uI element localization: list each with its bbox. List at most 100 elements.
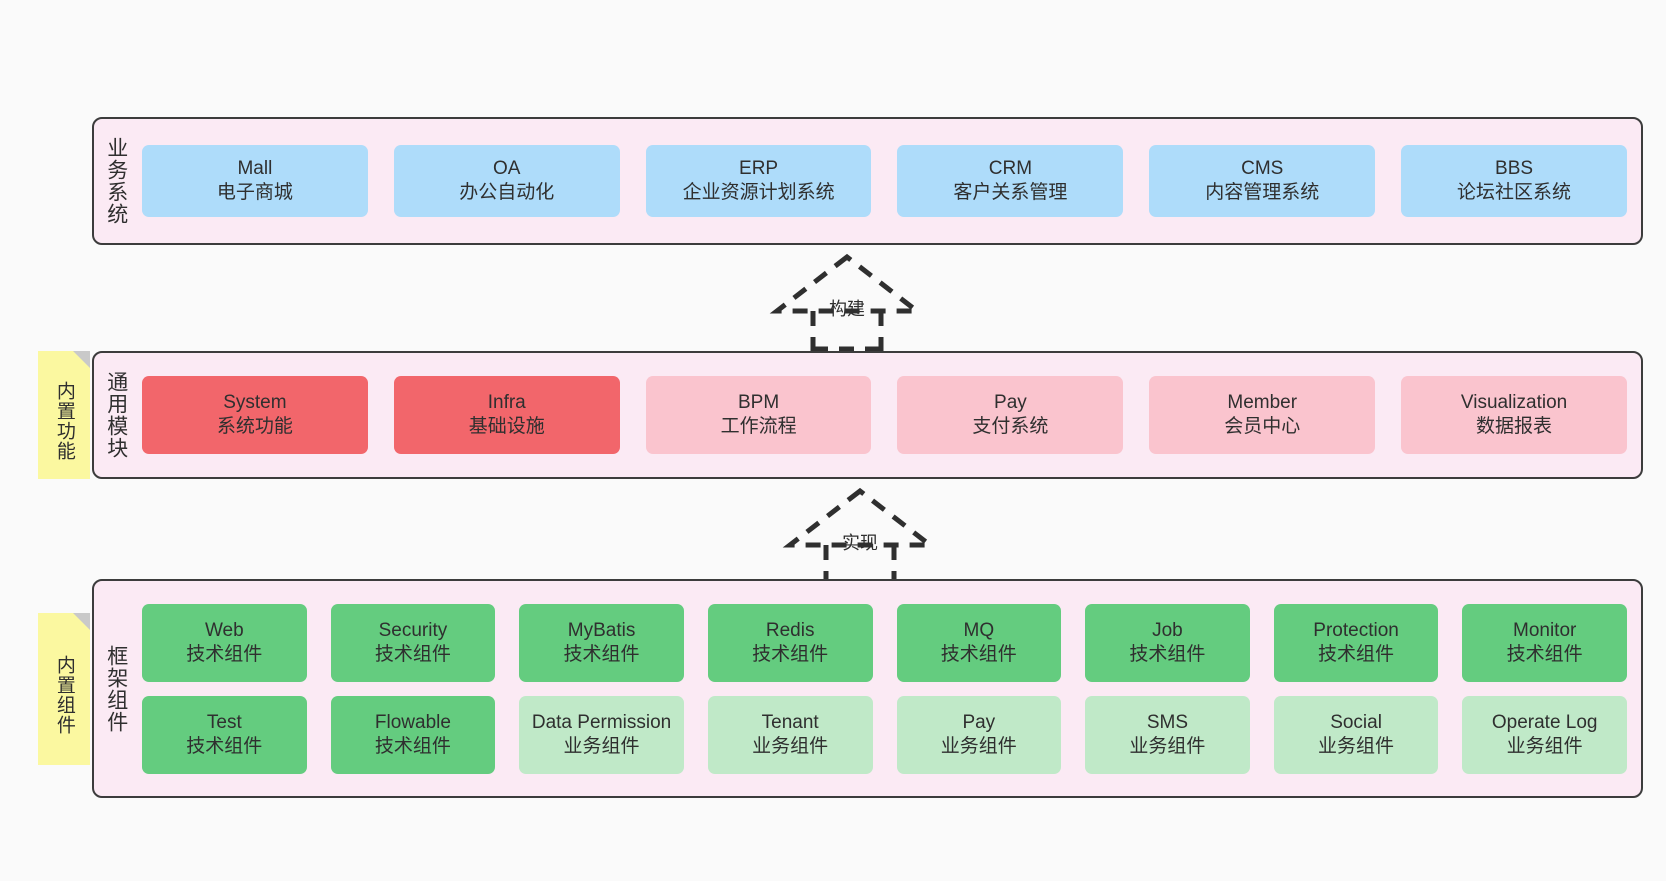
layer-title-framework: 框架组件 — [104, 644, 128, 733]
framework-card-row-2: Test 技术组件 Flowable 技术组件 Data Permission … — [142, 695, 1627, 774]
card-title: CMS — [1241, 158, 1284, 180]
card-subtitle: 论坛社区系统 — [1457, 182, 1572, 203]
card-subtitle: 业务组件 — [563, 735, 640, 757]
card-subtitle: 基础设施 — [468, 416, 545, 437]
card-subtitle: 企业资源计划系统 — [682, 182, 835, 203]
card-title: Operate Log — [1491, 711, 1598, 733]
connector-build-label: 构建 — [829, 299, 865, 319]
card-subtitle: 系统功能 — [216, 416, 293, 437]
card-pay-component[interactable]: Pay 业务组件 — [896, 695, 1062, 774]
card-web[interactable]: Web 技术组件 — [142, 603, 307, 682]
card-system[interactable]: System 系统功能 — [142, 376, 368, 454]
card-title: CRM — [988, 158, 1033, 180]
card-visualization[interactable]: Visualization 数据报表 — [1401, 376, 1627, 454]
layer-title-business: 业务系统 — [104, 137, 128, 225]
framework-card-row-1: Web 技术组件 Security 技术组件 MyBatis 技术组件 Redi… — [142, 603, 1627, 682]
card-mq[interactable]: MQ 技术组件 — [896, 603, 1062, 682]
card-title: BBS — [1495, 158, 1534, 180]
card-tenant[interactable]: Tenant 业务组件 — [707, 695, 873, 774]
card-subtitle: 技术组件 — [186, 735, 263, 757]
card-subtitle: 会员中心 — [1224, 416, 1301, 437]
card-title: Flowable — [374, 711, 451, 733]
card-subtitle: 技术组件 — [374, 735, 451, 757]
generalization-triangle-icon — [782, 487, 938, 548]
card-title: ERP — [739, 158, 779, 180]
card-sms[interactable]: SMS 业务组件 — [1085, 695, 1250, 774]
note-label: 内置组件 — [53, 655, 75, 735]
card-subtitle: 办公自动化 — [459, 182, 555, 203]
card-title: Member — [1227, 392, 1298, 414]
layer-body-framework: Web 技术组件 Security 技术组件 MyBatis 技术组件 Redi… — [138, 581, 1641, 796]
card-subtitle: 客户关系管理 — [953, 182, 1068, 203]
card-title: BPM — [737, 392, 780, 414]
card-title: OA — [493, 158, 521, 180]
card-title: Data Permission — [531, 711, 672, 733]
modules-card-row: System 系统功能 Infra 基础设施 BPM 工作流程 Pay 支付系统… — [142, 376, 1627, 454]
card-crm[interactable]: CRM 客户关系管理 — [897, 145, 1124, 217]
layer-body-modules: System 系统功能 Infra 基础设施 BPM 工作流程 Pay 支付系统… — [138, 353, 1641, 477]
card-title: Pay — [962, 711, 996, 733]
card-infra[interactable]: Infra 基础设施 — [393, 376, 620, 454]
card-job[interactable]: Job 技术组件 — [1085, 603, 1250, 682]
card-bpm[interactable]: BPM 工作流程 — [645, 376, 872, 454]
card-subtitle: 支付系统 — [972, 416, 1049, 437]
card-subtitle: 业务组件 — [1318, 735, 1395, 757]
card-subtitle: 业务组件 — [752, 735, 829, 757]
layer-business-systems: 业务系统 Mall 电子商城 OA 办公自动化 ERP 企业资源计划系统 CRM… — [92, 117, 1643, 245]
card-mall[interactable]: Mall 电子商城 — [142, 145, 368, 217]
card-operate-log[interactable]: Operate Log 业务组件 — [1462, 695, 1627, 774]
card-title: System — [223, 392, 287, 414]
card-title: Web — [204, 619, 244, 641]
card-subtitle: 技术组件 — [1506, 643, 1583, 665]
card-social[interactable]: Social 业务组件 — [1273, 695, 1439, 774]
card-security[interactable]: Security 技术组件 — [330, 603, 496, 682]
card-subtitle: 技术组件 — [186, 643, 263, 665]
card-title: Social — [1330, 711, 1382, 733]
card-title: Tenant — [761, 711, 819, 733]
note-label: 内置功能 — [53, 381, 75, 461]
layer-body-business: Mall 电子商城 OA 办公自动化 ERP 企业资源计划系统 CRM 客户关系… — [138, 119, 1641, 243]
card-cms[interactable]: CMS 内容管理系统 — [1149, 145, 1376, 217]
layer-title-modules: 通用模块 — [104, 371, 128, 459]
card-title: Infra — [487, 392, 526, 414]
card-redis[interactable]: Redis 技术组件 — [707, 603, 873, 682]
layer-framework-components: 框架组件 Web 技术组件 Security 技术组件 MyBatis 技术组件… — [92, 579, 1643, 798]
card-subtitle: 业务组件 — [1129, 735, 1206, 757]
card-protection[interactable]: Protection 技术组件 — [1273, 603, 1439, 682]
card-erp[interactable]: ERP 企业资源计划系统 — [645, 145, 872, 217]
card-subtitle: 技术组件 — [374, 643, 451, 665]
note-builtin-features: 内置功能 — [38, 351, 90, 479]
card-test[interactable]: Test 技术组件 — [142, 695, 307, 774]
card-subtitle: 电子商城 — [216, 182, 293, 203]
card-monitor[interactable]: Monitor 技术组件 — [1462, 603, 1627, 682]
card-subtitle: 业务组件 — [1506, 735, 1583, 757]
layer-common-modules: 通用模块 System 系统功能 Infra 基础设施 BPM 工作流程 Pay… — [92, 351, 1643, 479]
connector-build: 构建 — [762, 253, 932, 351]
card-title: Security — [378, 619, 448, 641]
card-subtitle: 工作流程 — [720, 416, 797, 437]
card-subtitle: 技术组件 — [1129, 643, 1206, 665]
card-title: Mall — [237, 158, 273, 180]
card-title: MQ — [963, 619, 995, 641]
card-flowable[interactable]: Flowable 技术组件 — [330, 695, 496, 774]
card-mybatis[interactable]: MyBatis 技术组件 — [519, 603, 684, 682]
card-subtitle: 技术组件 — [563, 643, 640, 665]
card-title: Monitor — [1513, 619, 1577, 641]
card-title: MyBatis — [567, 619, 636, 641]
card-subtitle: 技术组件 — [752, 643, 829, 665]
card-title: Protection — [1313, 619, 1399, 641]
card-subtitle: 数据报表 — [1476, 416, 1553, 437]
card-member[interactable]: Member 会员中心 — [1149, 376, 1376, 454]
card-title: Test — [206, 711, 242, 733]
note-builtin-components: 内置组件 — [38, 613, 90, 765]
card-title: SMS — [1146, 711, 1189, 733]
generalization-triangle-icon — [769, 253, 925, 314]
card-pay[interactable]: Pay 支付系统 — [897, 376, 1124, 454]
card-subtitle: 技术组件 — [940, 643, 1017, 665]
card-oa[interactable]: OA 办公自动化 — [393, 145, 620, 217]
card-subtitle: 业务组件 — [940, 735, 1017, 757]
card-title: Visualization — [1460, 392, 1568, 414]
card-bbs[interactable]: BBS 论坛社区系统 — [1401, 145, 1627, 217]
card-data-permission[interactable]: Data Permission 业务组件 — [519, 695, 684, 774]
